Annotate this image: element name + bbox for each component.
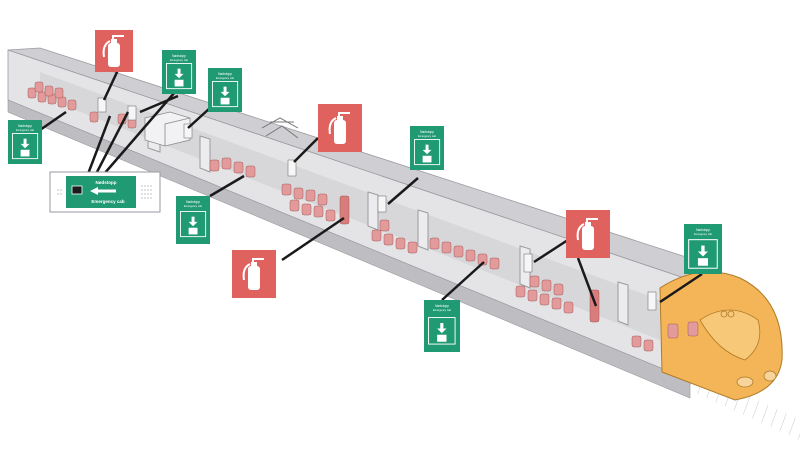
sign-subtitle: Emergency cab — [16, 128, 35, 132]
sign-subtitle: Emergency cab — [216, 76, 235, 80]
fire-extinguisher-sign-3 — [232, 250, 276, 298]
sign-title: Nødstopp — [18, 124, 32, 128]
emergency-stop-sign-2: Nødstopp Emergency cab — [162, 50, 196, 94]
fire-extinguisher-sign-1 — [95, 30, 133, 72]
sign-subtitle: Emergency cab — [170, 58, 189, 62]
sign-title: Nødstopp — [696, 228, 710, 232]
train-interior-floor — [40, 72, 660, 340]
fire-extinguisher-sign-2 — [318, 104, 362, 152]
locomotive-roof-logo — [720, 310, 735, 318]
train — [7, 47, 800, 440]
sign-title: Nødstopp — [172, 54, 186, 58]
sign-subtitle: Emergency cab — [694, 232, 713, 236]
seats-car-2 — [209, 157, 350, 225]
pantograph — [261, 117, 299, 139]
left-arrow-icon — [90, 187, 116, 195]
seats-car-4 — [515, 275, 654, 352]
sign-subtitle: Emergency cab — [184, 204, 203, 208]
seats-car-3 — [371, 219, 500, 270]
sign-title: Nødstopp — [420, 130, 434, 134]
sign-subtitle: Emergency cab — [433, 308, 452, 312]
leader-lines — [39, 69, 703, 307]
sign-subtitle: Emergency cab — [418, 134, 437, 138]
sign-title: Nødstopp — [435, 304, 449, 308]
emergency-stop-sign-1: Nødstopp Emergency cab — [8, 120, 42, 164]
emergency-stop-sign-7: Nødstopp Emergency cab — [684, 224, 722, 274]
driver-cab-seats — [667, 321, 699, 339]
roof-equipment — [144, 111, 191, 147]
car-dividers — [147, 117, 629, 326]
emergency-stop-sign-6: Nødstopp Emergency cab — [424, 300, 460, 352]
emergency-callout-panel: Nødstopp Emergency cab — [49, 171, 161, 213]
emergency-stop-sign-4: Nødstopp Emergency cab — [410, 126, 444, 170]
speaker-grille-icon — [57, 185, 152, 199]
emergency-stop-sign-3: Nødstopp Emergency cab — [208, 68, 242, 112]
callout-subtitle: Emergency cab — [91, 199, 125, 204]
callout-title: Nødstopp — [96, 180, 117, 185]
emergency-handle-icon — [71, 185, 83, 195]
locomotive-windshield — [699, 309, 761, 361]
emergency-stop-sign-5: Nødstopp Emergency cab — [176, 196, 210, 244]
sign-title: Nødstopp — [186, 200, 200, 204]
locomotive-headlights — [736, 370, 777, 388]
seats-car-1 — [27, 81, 137, 129]
train-skirt — [7, 99, 691, 399]
fire-extinguisher-sign-4 — [566, 210, 610, 258]
sign-title: Nødstopp — [218, 72, 232, 76]
